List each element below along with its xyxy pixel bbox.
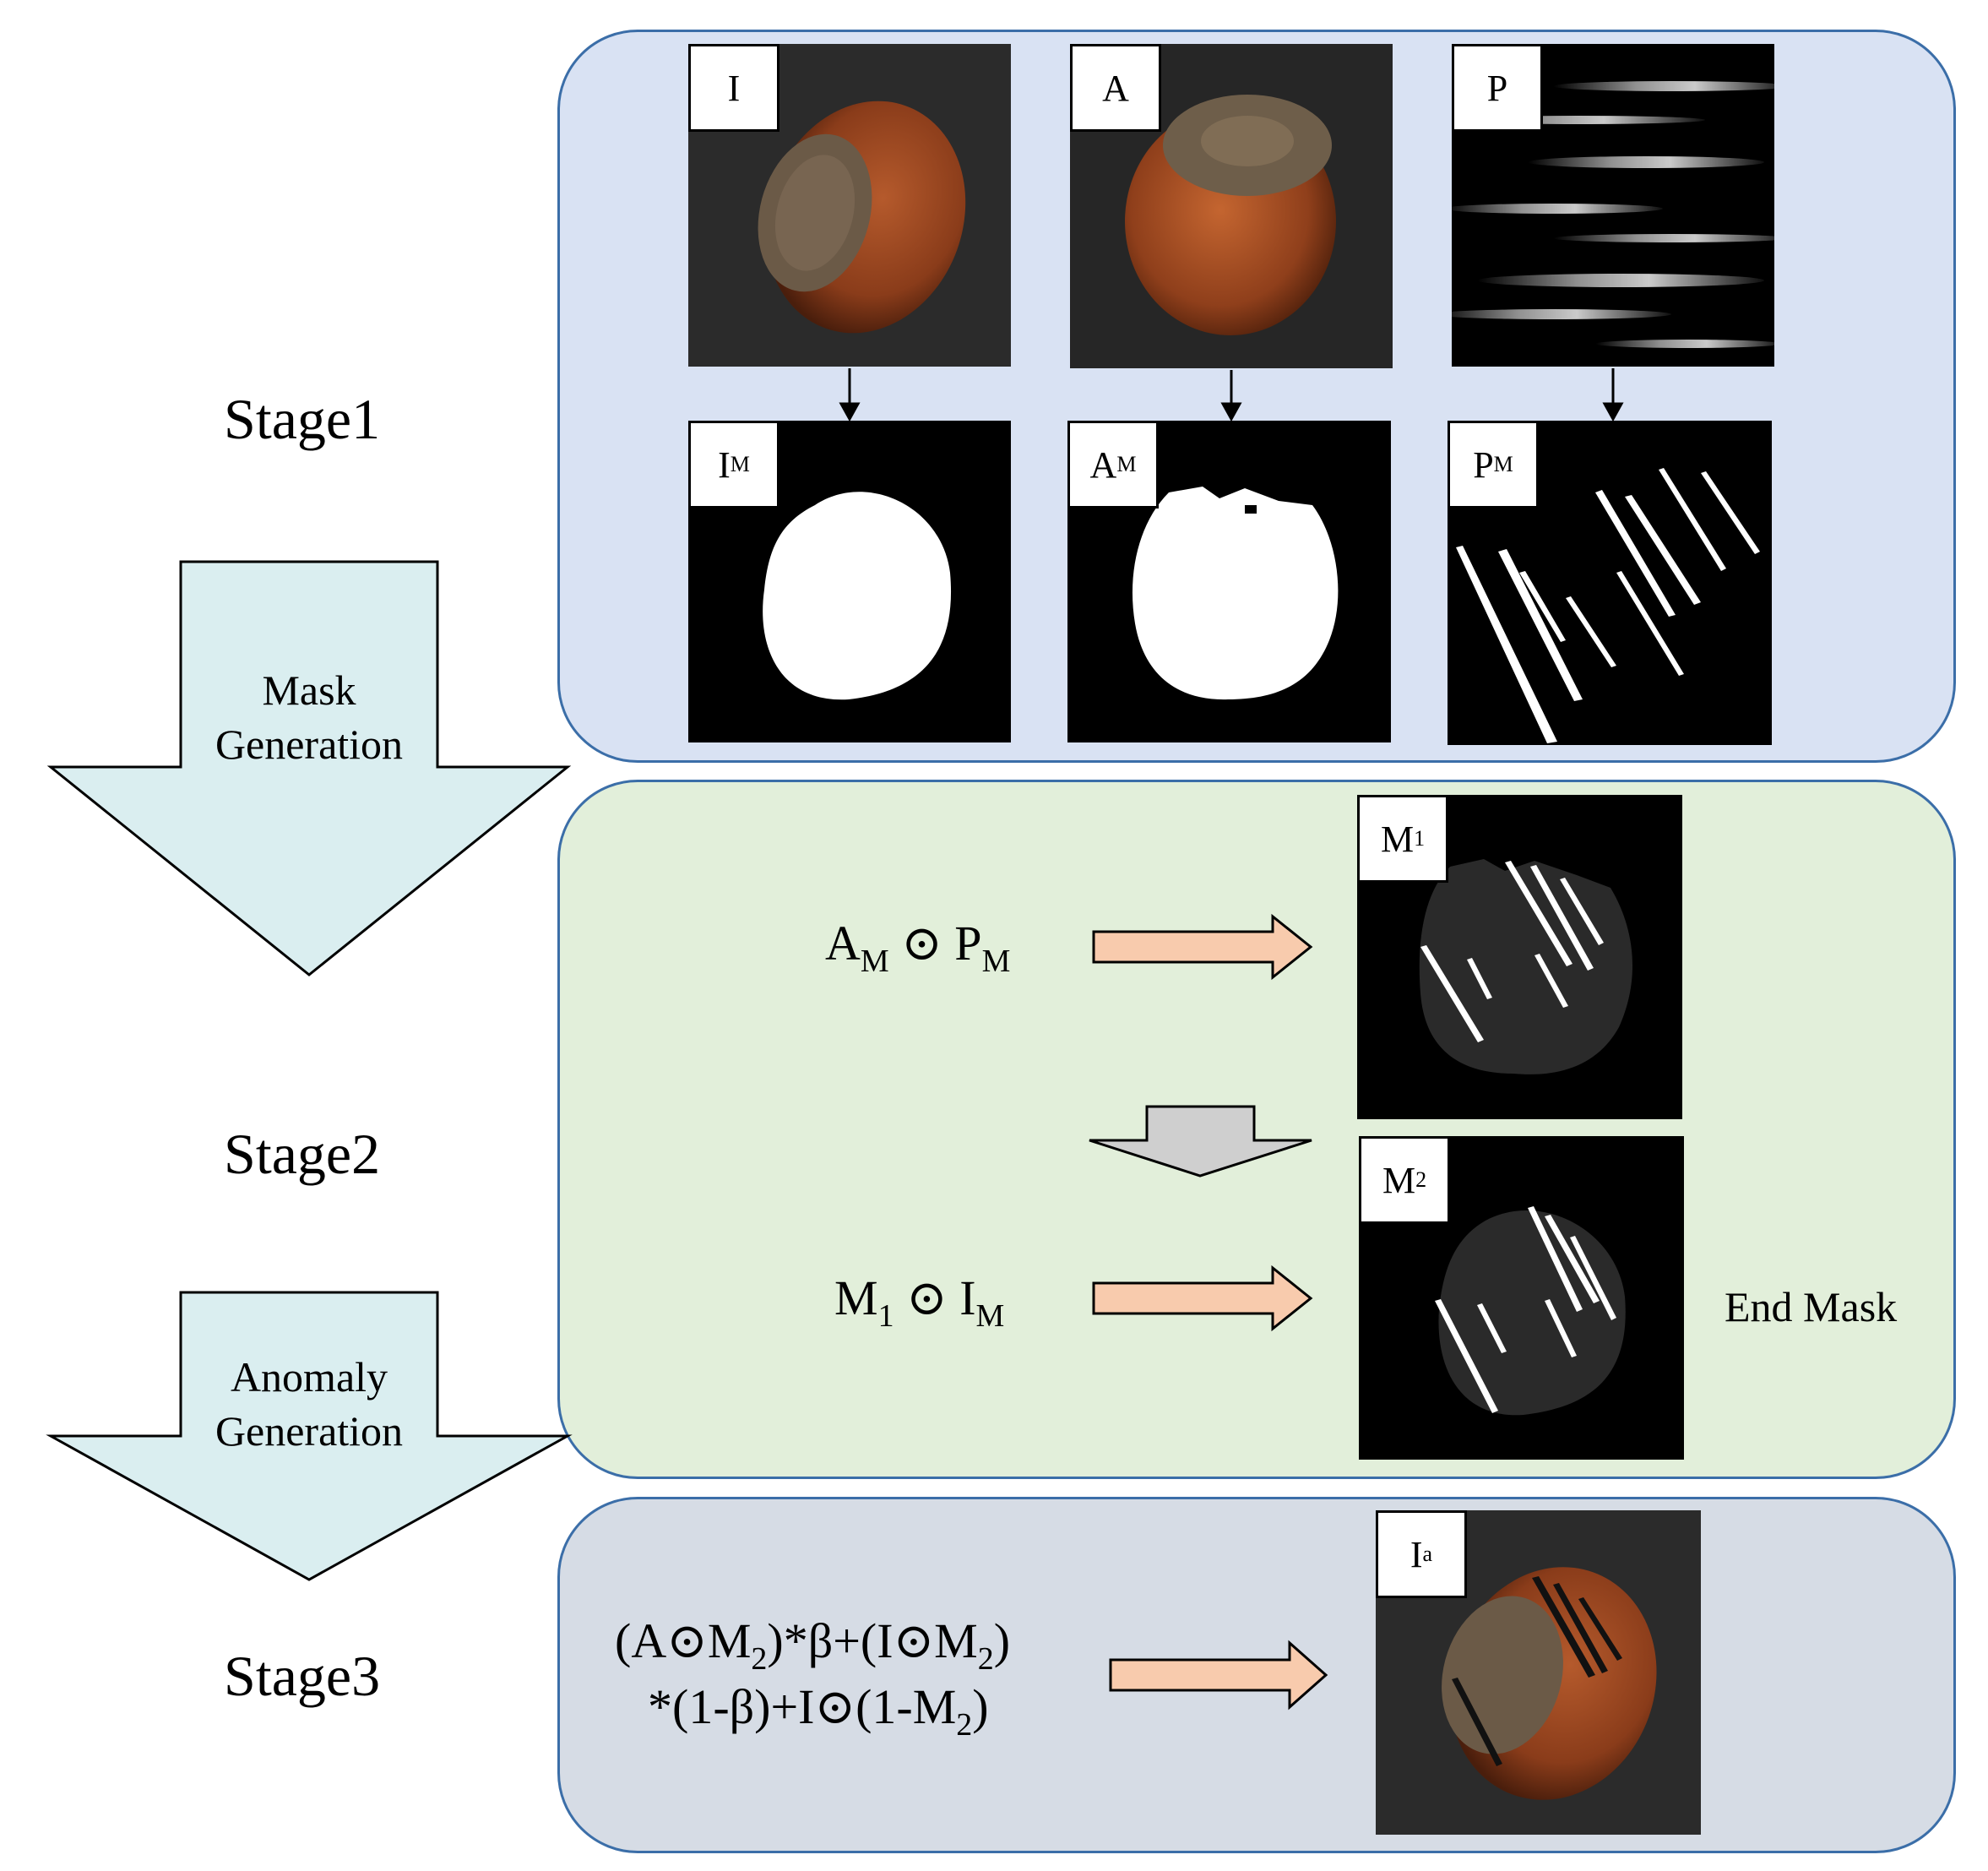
formula-M1-IM: M1 ⊙ IM: [834, 1270, 1005, 1334]
stage2-label: Stage2: [224, 1122, 381, 1186]
label-I: I: [688, 44, 779, 132]
stage2-panel: [557, 780, 1956, 1479]
stage3-panel: [557, 1497, 1956, 1853]
label-P: P: [1452, 44, 1543, 132]
image-P: P: [1452, 44, 1774, 367]
stage3-label: Stage3: [224, 1644, 381, 1708]
anomaly-generation-label: Anomaly Generation: [215, 1353, 404, 1455]
label-A: A: [1070, 44, 1161, 132]
stage1-label: Stage1: [224, 387, 381, 451]
mask-generation-label: Mask Generation: [215, 666, 404, 768]
stage3-formula-line1: (A⊙M2)*β+(I⊙M2): [615, 1613, 1011, 1677]
formula-AM-PM: AM ⊙ PM: [825, 916, 1011, 979]
stage3-formula-line2: *(1-β)+I⊙(1-M2): [648, 1679, 989, 1743]
end-mask-label: End Mask: [1725, 1283, 1898, 1330]
image-I: I: [688, 44, 1011, 367]
image-A: A: [1070, 44, 1393, 368]
